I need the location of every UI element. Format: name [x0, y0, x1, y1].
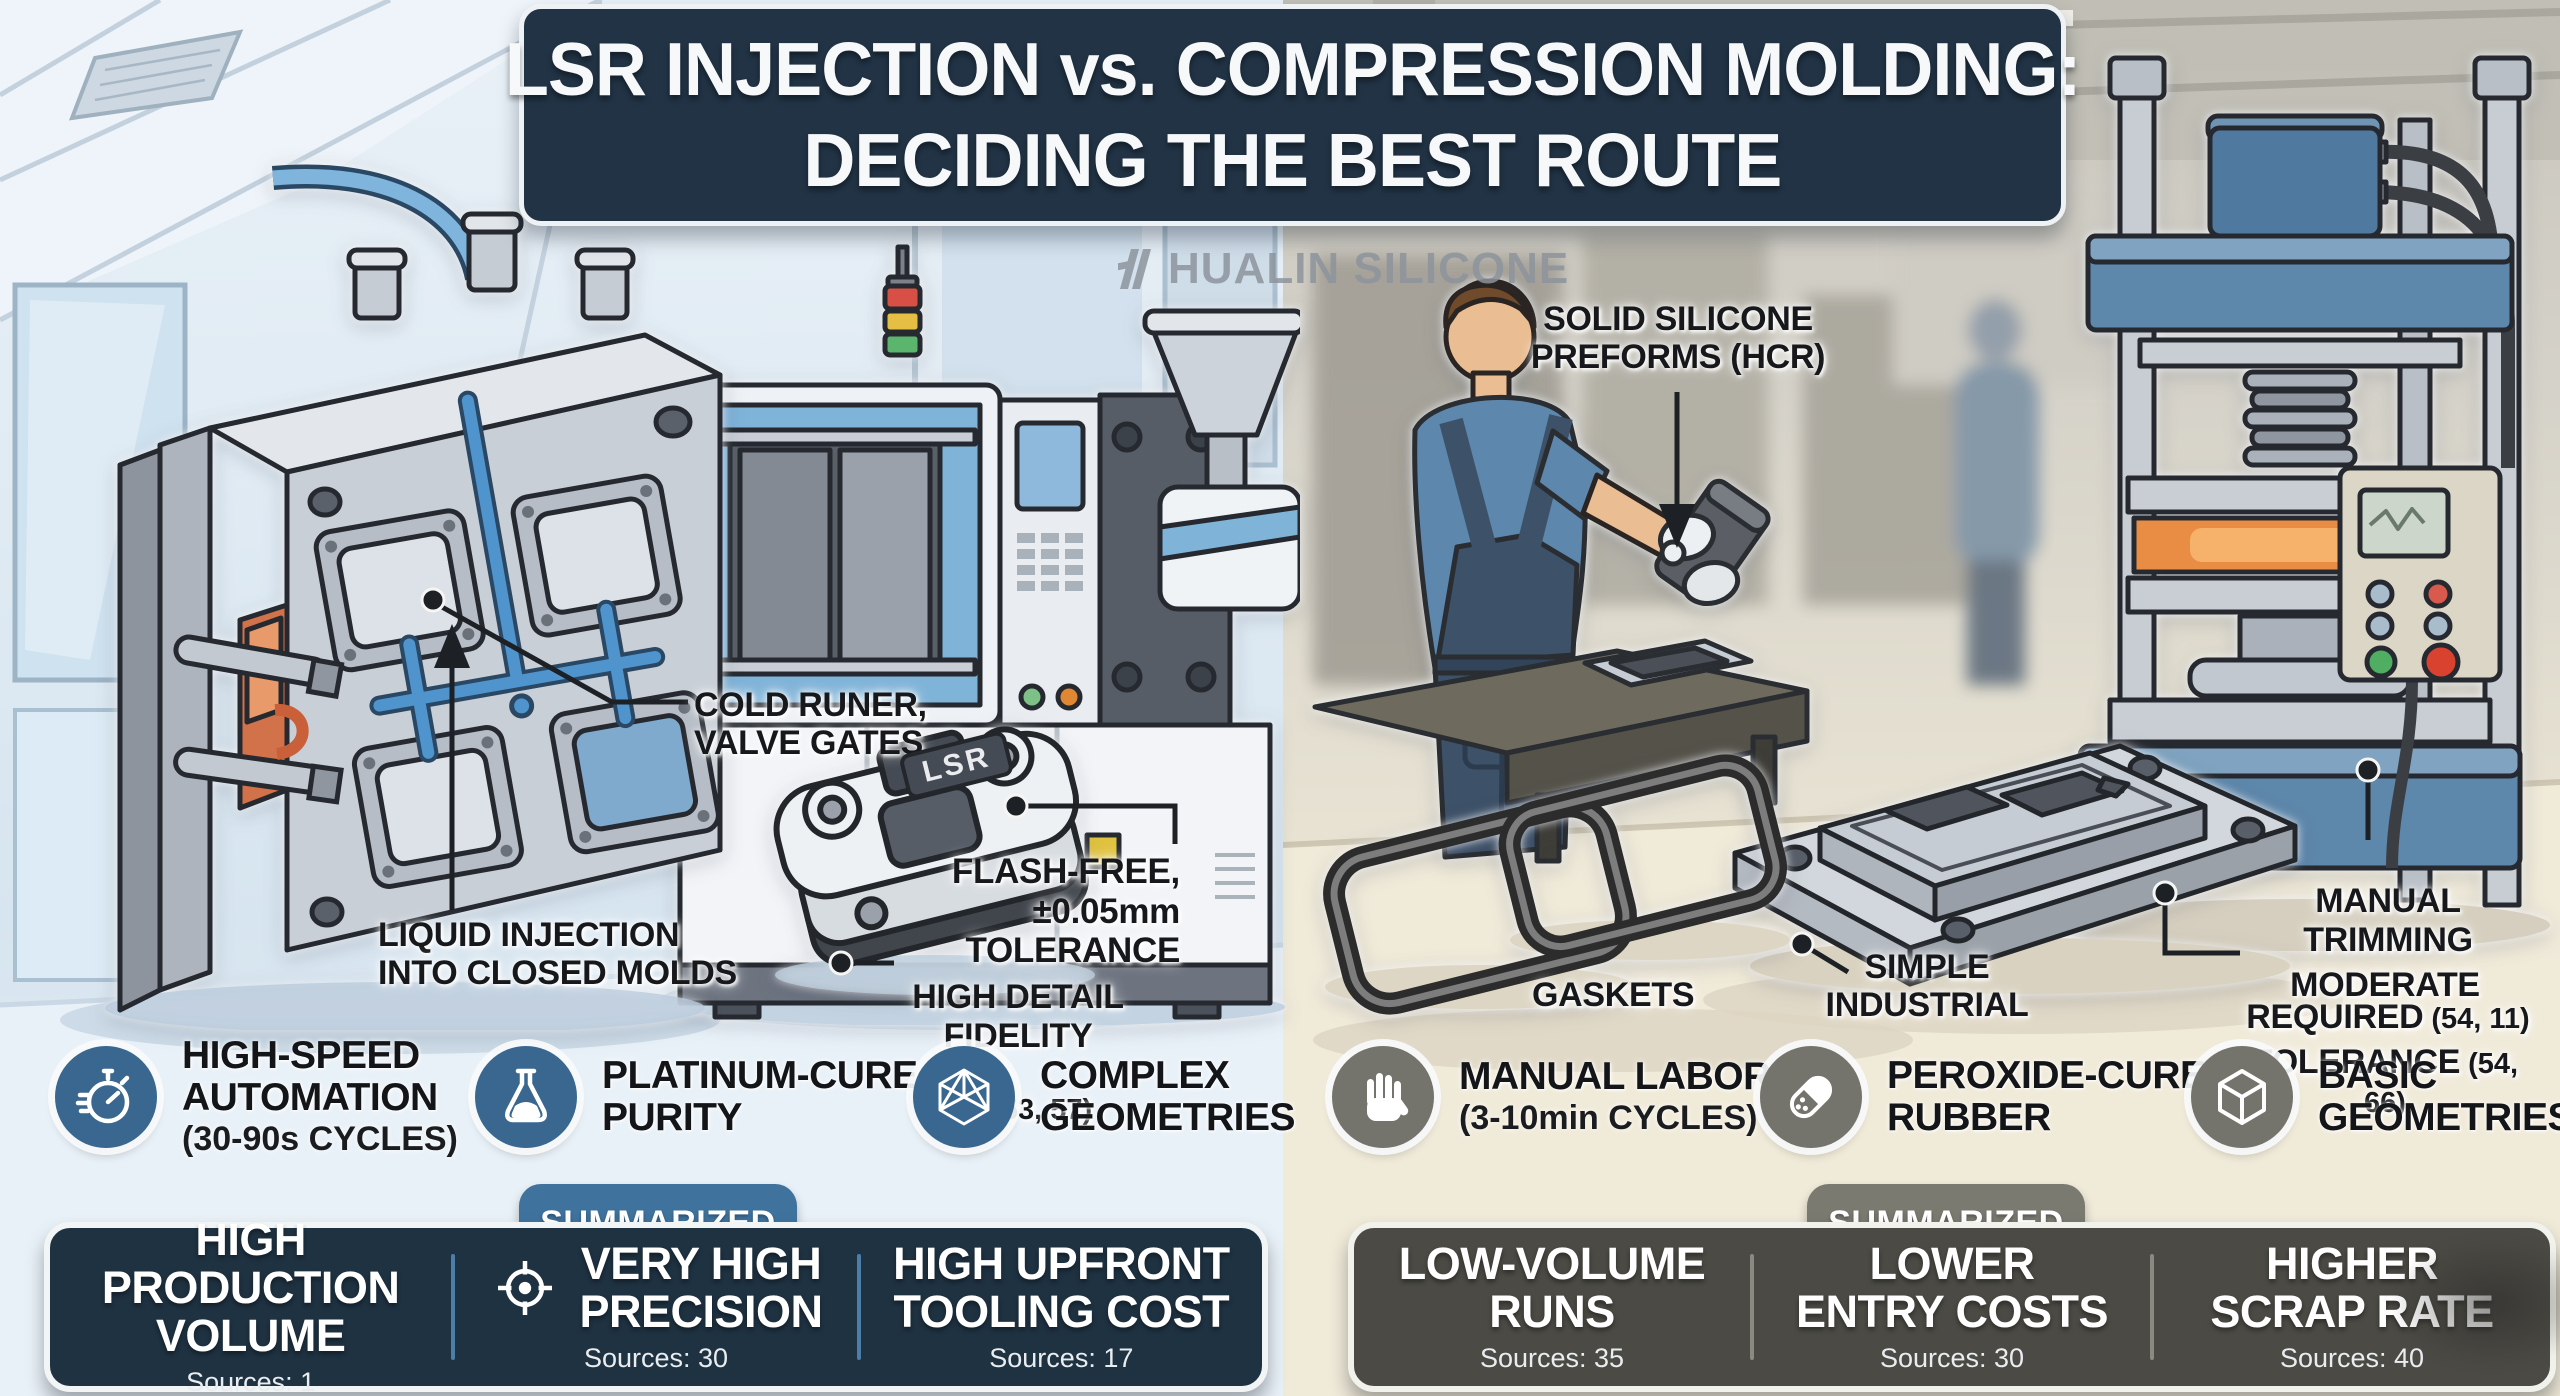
title-line-2: DECIDING THE BEST ROUTE [803, 118, 1782, 202]
callout-manual-trimming: MANUAL TRIMMING REQUIRED(54, 11) [2238, 844, 2538, 1074]
feature-platinum-cure-purity: PLATINUM-CURE PURITY [475, 1041, 918, 1153]
summary-sources: Sources: 35 [1479, 1343, 1625, 1374]
summary-sources: Sources: 1 [186, 1367, 316, 1396]
lsr-mold-block-illustration [105, 164, 723, 1030]
feature-label: COMPLEX GEOMETRIES [1040, 1054, 1296, 1139]
corner-smudge [2388, 1238, 2560, 1368]
feature-peroxide-cure-rubber: PEROXIDE-CURE RUBBER [1760, 1041, 2206, 1153]
callout-manual-trimming-line2: REQUIRED(54, 11) [2246, 997, 2530, 1036]
summary-bar-lsr: HIGH PRODUCTION VOLUME Sources: 1 VERY H… [44, 1215, 1268, 1396]
callout-flash-free: FLASH-FREE, ±0.05mm TOLERANCE [951, 852, 1180, 971]
callout-moderate-tolerance-line1: MODERATE [2290, 966, 2480, 1005]
callout-manual-trimming-line1: MANUAL TRIMMING [2303, 882, 2473, 959]
compression-mold-plate-illustration [1732, 743, 2298, 994]
callout-cold-runner: COLD RUNER, VALVE GATES [694, 686, 927, 763]
polyhedron-icon [913, 1046, 1015, 1148]
worker-placing-preform-illustration [1312, 278, 1810, 864]
callout-gaskets: GASKETS [1532, 976, 1695, 1014]
summary-item-high-production: HIGH PRODUCTION VOLUME Sources: 1 [50, 1215, 451, 1396]
summary-sources: Sources: 17 [989, 1343, 1134, 1374]
feature-basic-geometries: BASIC GEOMETRIES [2191, 1041, 2560, 1153]
cube-icon [2191, 1046, 2293, 1148]
feature-label: HIGH-SPEED AUTOMATION [182, 1033, 438, 1119]
summary-label: LOWER ENTRY COSTS [1795, 1237, 2109, 1337]
gasket-rings-illustration [1323, 754, 1790, 1015]
callout-high-detail-label: HIGH DETAIL FIDELITY [912, 978, 1124, 1055]
callout-simple-industrial: SIMPLE INDUSTRIAL [1825, 948, 2029, 1025]
hand-icon [1332, 1046, 1434, 1148]
callout-high-detail: HIGH DETAIL FIDELITY (43, 53, 57) [848, 940, 1188, 1165]
callout-liquid-injection: LIQUID INJECTION INTO CLOSED MOLDS [378, 916, 737, 993]
hualin-logo-icon [1118, 249, 1151, 289]
brand-watermark: HUALIN SILICONE [1110, 244, 1569, 294]
summary-label: HIGH UPFRONT TOOLING COST [893, 1237, 1230, 1337]
feature-label: PEROXIDE-CURE RUBBER [1887, 1054, 2206, 1139]
summary-sources: Sources: 30 [583, 1343, 729, 1374]
stopwatch-icon [55, 1046, 157, 1148]
feature-label: PLATINUM-CURE PURITY [602, 1054, 918, 1139]
summary-item-entry-costs: LOWER ENTRY COSTS Sources: 30 [1754, 1228, 2150, 1386]
summary-sources: Sources: 40 [2279, 1343, 2425, 1374]
callout-moderate-tolerance-sources: (54, 66) [2364, 1048, 2519, 1119]
feature-complex-geometries: COMPLEX GEOMETRIES [913, 1041, 1296, 1153]
summary-label: VERY HIGH PRECISION [579, 1237, 823, 1337]
summary-item-precision: VERY HIGH PRECISION Sources: 30 [455, 1228, 856, 1386]
title-line-1: LSR INJECTION vs. COMPRESSION MOLDING: [504, 27, 2082, 111]
feature-label: BASIC GEOMETRIES [2318, 1054, 2560, 1139]
feature-high-speed-automation: HIGH-SPEED AUTOMATION (30-90s CYCLES) [55, 1034, 458, 1158]
callout-solid-preforms: SOLID SILICONE PREFORMS (HCR) [1530, 300, 1826, 377]
feature-sub: (3-10min CYCLES) [1459, 1099, 1758, 1138]
summary-item-tooling-cost: HIGH UPFRONT TOOLING COST Sources: 17 [861, 1228, 1262, 1386]
crosshair-icon [489, 1252, 561, 1324]
summary-sources: Sources: 30 [1879, 1343, 2025, 1374]
flask-icon [475, 1046, 577, 1148]
feature-label: MANUAL LABOR [1459, 1054, 1771, 1098]
title-banner: LSR INJECTION vs. COMPRESSION MOLDING: D… [505, 4, 2081, 226]
brand-watermark-text: HUALIN SILICONE [1168, 244, 1570, 293]
summary-label: LOW-VOLUME RUNS [1398, 1237, 1706, 1337]
summary-label: HIGH PRODUCTION VOLUME [101, 1213, 400, 1362]
capsule-icon [1760, 1046, 1862, 1148]
summary-bar-compression: LOW-VOLUME RUNS Sources: 35 LOWER ENTRY … [1348, 1222, 2556, 1392]
feature-sub: (30-90s CYCLES) [182, 1120, 458, 1159]
callout-manual-trimming-sources: (54, 11) [2431, 1002, 2530, 1035]
feature-manual-labor: MANUAL LABOR (3-10min CYCLES) [1332, 1041, 1771, 1153]
summary-item-low-volume: LOW-VOLUME RUNS Sources: 35 [1354, 1228, 1750, 1386]
